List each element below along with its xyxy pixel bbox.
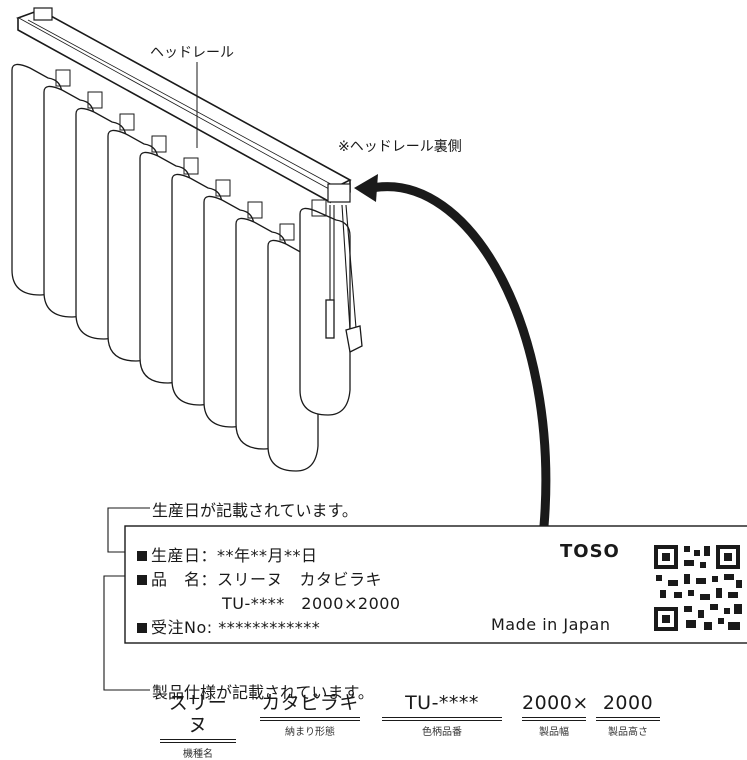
qr-code bbox=[654, 545, 742, 631]
brand-logo: TOSO bbox=[560, 541, 620, 562]
diagram: ヘッドレール ※ヘッドレール裏側 生産日が記載されています。 製品仕様が記載され… bbox=[11, 7, 747, 760]
date-row: 生産日：**年**月**日 bbox=[137, 542, 318, 566]
slat bbox=[299, 207, 351, 416]
spec-width: 2000×製品幅 bbox=[522, 692, 589, 738]
spec-mount: カタビラキ納まり形態 bbox=[260, 692, 360, 738]
date-note: 生産日が記載されています。 bbox=[152, 501, 358, 520]
blind-illustration bbox=[11, 7, 747, 691]
order-row: 受注No: ************ bbox=[137, 614, 320, 638]
bullet-square-icon bbox=[137, 575, 147, 585]
bullet-square-icon bbox=[137, 551, 147, 561]
origin-text: Made in Japan bbox=[491, 615, 611, 634]
spec-color: TU-****色柄品番 bbox=[382, 692, 502, 738]
name-row: 品 名：スリーヌ カタビラキ bbox=[137, 566, 382, 590]
bullet-square-icon bbox=[137, 623, 147, 633]
spec-note: 製品仕様が記載されています。 bbox=[152, 683, 374, 702]
headrail-back-callout: ※ヘッドレール裏側 bbox=[338, 139, 462, 155]
headrail-callout: ヘッドレール bbox=[150, 45, 234, 61]
code-row: TU-**** 2000×2000 bbox=[222, 594, 401, 613]
spec-model: スリーヌ機種名 bbox=[160, 692, 236, 760]
